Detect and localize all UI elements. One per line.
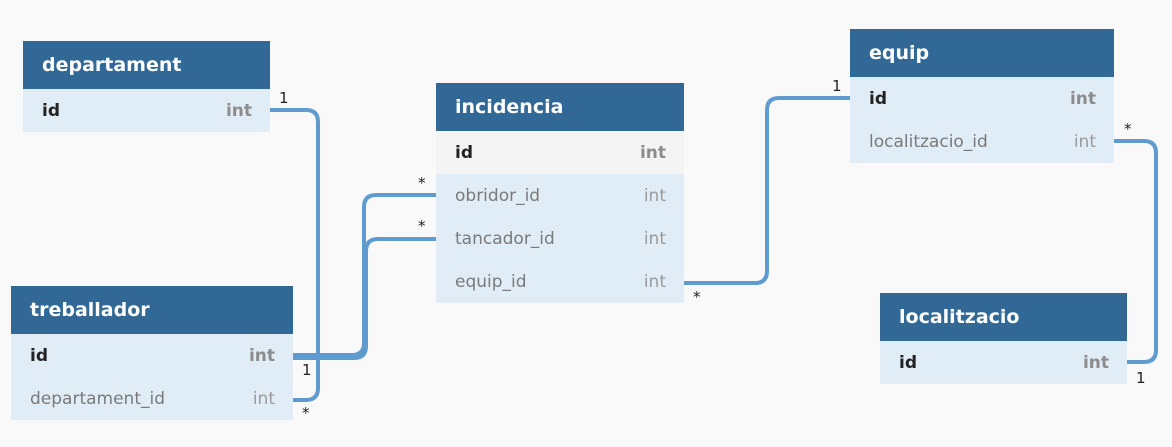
link-localitzacio-equip bbox=[1114, 139, 1158, 364]
field-row: id int bbox=[11, 334, 293, 377]
field-row: obridor_id int bbox=[436, 174, 684, 217]
cardinality-label: 1 bbox=[302, 361, 312, 379]
cardinality-label: 1 bbox=[832, 77, 842, 95]
field-type: int bbox=[252, 388, 275, 409]
field-name: localitzacio_id bbox=[869, 131, 988, 152]
field-name: obridor_id bbox=[455, 185, 541, 206]
field-type: int bbox=[643, 185, 666, 206]
cardinality-label: 1 bbox=[1136, 369, 1146, 387]
field-type: int bbox=[639, 142, 666, 163]
field-row: departament_id int bbox=[11, 377, 293, 420]
field-name: equip_id bbox=[455, 271, 527, 292]
table-title: equip bbox=[850, 29, 1114, 77]
table-treballador[interactable]: treballador id int departament_id int bbox=[11, 286, 293, 420]
field-type: int bbox=[1069, 88, 1096, 109]
cardinality-label: * bbox=[302, 404, 310, 422]
link-equip-incidencia bbox=[684, 96, 850, 285]
field-name: tancador_id bbox=[455, 228, 555, 249]
cardinality-label: * bbox=[693, 288, 701, 306]
table-incidencia[interactable]: incidencia id int obridor_id int tancado… bbox=[436, 83, 684, 303]
field-type: int bbox=[643, 228, 666, 249]
field-row: localitzacio_id int bbox=[850, 120, 1114, 163]
link-departament-treballador bbox=[270, 108, 320, 402]
field-row: id int bbox=[436, 131, 684, 174]
field-name: id bbox=[869, 88, 887, 109]
link-treballador-tancador bbox=[293, 237, 436, 360]
field-row: tancador_id int bbox=[436, 217, 684, 260]
field-row: id int bbox=[850, 77, 1114, 120]
table-title: departament bbox=[23, 41, 270, 89]
cardinality-label: * bbox=[1124, 120, 1132, 138]
cardinality-label: * bbox=[418, 217, 426, 235]
table-title: localitzacio bbox=[880, 293, 1127, 341]
field-type: int bbox=[248, 345, 275, 366]
field-row: id int bbox=[880, 341, 1127, 384]
field-name: id bbox=[42, 100, 60, 121]
field-name: id bbox=[455, 142, 473, 163]
field-row: equip_id int bbox=[436, 260, 684, 303]
cardinality-label: * bbox=[418, 174, 426, 192]
table-departament[interactable]: departament id int bbox=[23, 41, 270, 132]
field-type: int bbox=[1082, 352, 1109, 373]
field-row: id int bbox=[23, 89, 270, 132]
field-name: departament_id bbox=[30, 388, 166, 409]
field-type: int bbox=[225, 100, 252, 121]
table-equip[interactable]: equip id int localitzacio_id int bbox=[850, 29, 1114, 163]
table-localitzacio[interactable]: localitzacio id int bbox=[880, 293, 1127, 384]
cardinality-label: 1 bbox=[279, 89, 289, 107]
field-name: id bbox=[899, 352, 917, 373]
field-type: int bbox=[643, 271, 666, 292]
field-type: int bbox=[1073, 131, 1096, 152]
field-name: id bbox=[30, 345, 48, 366]
table-title: incidencia bbox=[436, 83, 684, 131]
table-title: treballador bbox=[11, 286, 293, 334]
